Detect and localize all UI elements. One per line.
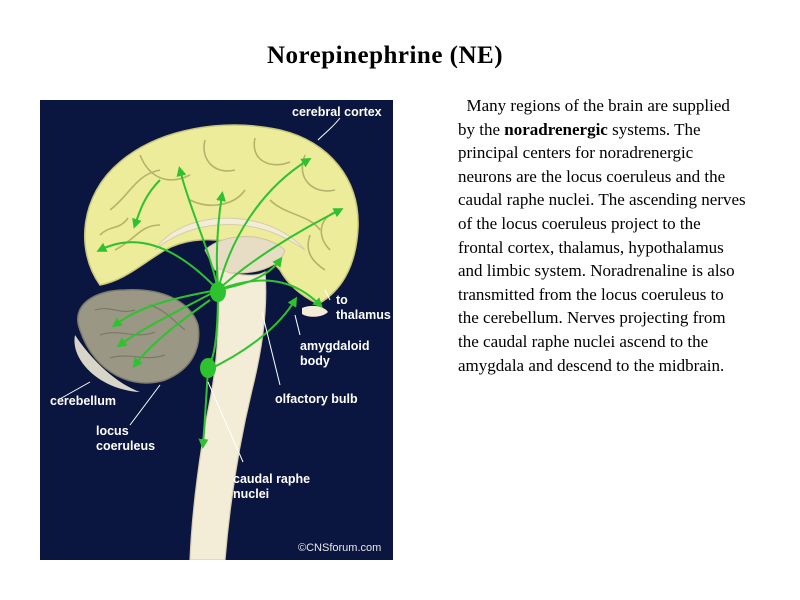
label-body: body xyxy=(300,354,330,368)
label-nuclei: nuclei xyxy=(233,487,269,501)
label-olfactory-bulb: olfactory bulb xyxy=(275,392,358,406)
label-to: to xyxy=(336,293,348,307)
label-amygdaloid: amygdaloid xyxy=(300,339,369,353)
brain-diagram: cerebral cortex to thalamus amygdaloid b… xyxy=(40,100,393,560)
page-title: Norepinephrine (NE) xyxy=(266,42,504,69)
paragraph-part1: Many regions of the brain are supplied b… xyxy=(458,96,730,139)
label-cerebral-cortex: cerebral cortex xyxy=(292,105,382,119)
label-pointers xyxy=(57,117,341,463)
cerebral-cortex-shape xyxy=(84,124,359,305)
paragraph-part2: systems. The principal centers for norad… xyxy=(458,119,746,375)
ne-pathways xyxy=(96,157,344,449)
cerebellum-shape xyxy=(77,289,200,384)
label-locus: locus xyxy=(96,424,129,438)
label-thalamus: thalamus xyxy=(336,308,391,322)
cerebellum-lower xyxy=(74,335,140,392)
label-caudal-raphe: caudal raphe xyxy=(233,472,310,486)
label-coeruleus: coeruleus xyxy=(96,439,155,453)
credit-text: ©CNSforum.com xyxy=(298,542,381,554)
olfactory-bulb-shape xyxy=(302,305,328,317)
brain-diagram-svg: cerebral cortex to thalamus amygdaloid b… xyxy=(40,100,393,560)
label-cerebellum: cerebellum xyxy=(50,394,116,408)
brainstem-shape xyxy=(189,266,267,560)
description-paragraph: Many regions of the brain are supplied b… xyxy=(458,94,748,377)
corpus-callosum xyxy=(154,217,306,251)
paragraph-bold-term: noradrenergic xyxy=(504,119,608,139)
caudal-raphe-node xyxy=(200,358,216,378)
locus-coeruleus-node xyxy=(210,282,226,302)
